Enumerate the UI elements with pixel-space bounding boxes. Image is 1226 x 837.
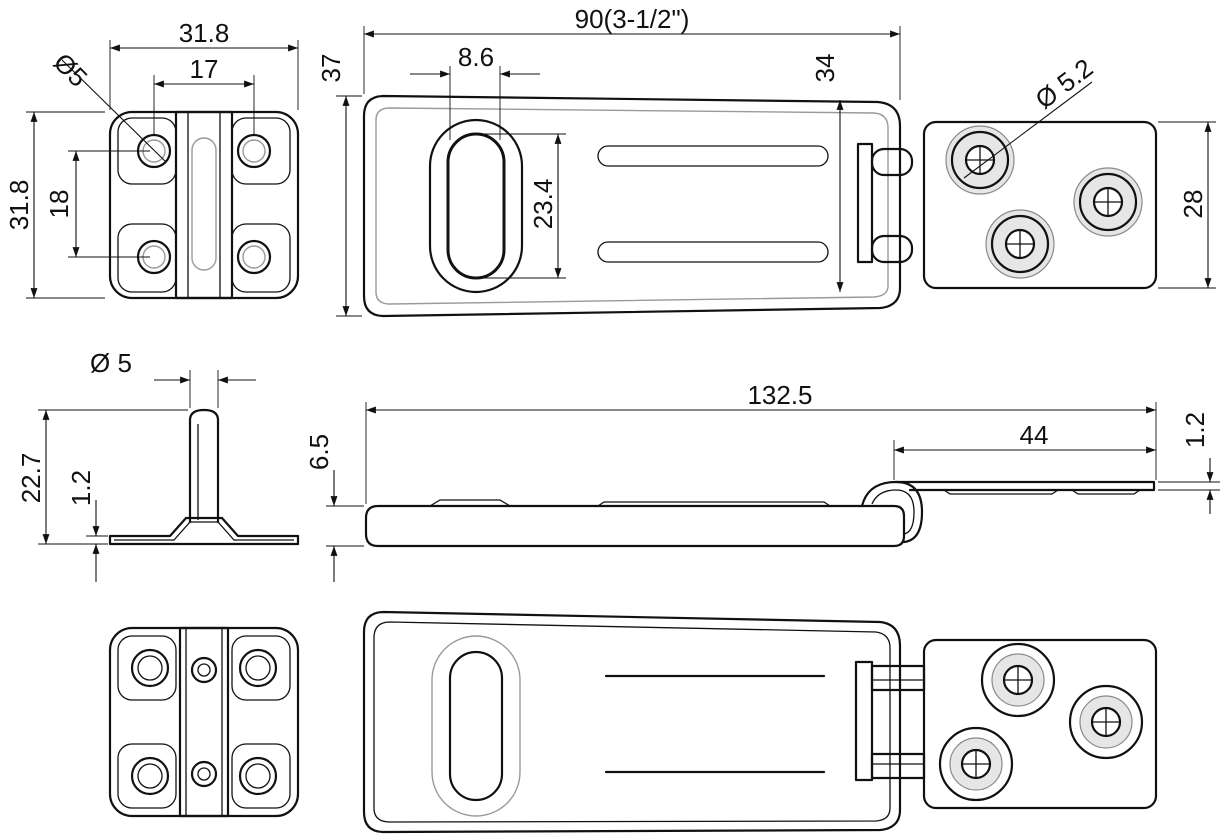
staple-hole <box>130 756 170 796</box>
plate-height-label: 28 <box>1178 190 1208 219</box>
staple-hole <box>236 239 272 275</box>
plate-screw-hole <box>985 209 1055 279</box>
hinge-top-view <box>856 142 914 264</box>
mounting-plate-top-view <box>922 120 1158 290</box>
staple-hole <box>238 648 278 688</box>
staple-top-view <box>108 110 300 300</box>
plate-length-label: 44 <box>1020 420 1049 450</box>
staple-hole <box>130 648 170 688</box>
rivet <box>190 656 218 684</box>
staple-width-label: 31.8 <box>179 18 230 48</box>
hasp-width-label: 90(3-1/2") <box>575 4 690 34</box>
hasp-side-dimensions: 132.5 44 6.5 1.2 <box>304 380 1220 582</box>
rivet <box>190 760 218 788</box>
staple-hole <box>238 756 278 796</box>
hasp-dimensions: 90(3-1/2") 37 8.6 23.4 34 Ø 5.2 28 <box>316 4 1216 317</box>
hasp-hole-dia-label: Ø 5.2 <box>1030 53 1099 115</box>
staple-hole <box>236 133 272 169</box>
loop-dia-label: Ø 5 <box>90 348 132 378</box>
plate-screw-hole <box>1068 684 1144 760</box>
slot-width-label: 8.6 <box>458 42 494 72</box>
mounting-plate-bottom-view <box>922 638 1158 810</box>
slot-length-label: 23.4 <box>528 179 558 230</box>
hole-spacing-y-label: 18 <box>44 190 74 219</box>
plate-screw-hole <box>938 726 1014 802</box>
plate-screw-hole <box>945 125 1015 195</box>
hinge-bottom-view <box>854 660 926 782</box>
plate-screw-hole <box>980 642 1056 718</box>
staple-bottom-view <box>108 626 300 818</box>
hinge-height-label: 34 <box>810 54 840 83</box>
hasp-thickness-label: 6.5 <box>304 434 334 470</box>
staple-side-dimensions: Ø 5 22.7 1.2 <box>16 348 256 582</box>
hasp-side-view <box>364 480 1156 548</box>
plate-thickness-label: 1.2 <box>1180 412 1210 448</box>
staple-height-label: 31.8 <box>4 180 34 231</box>
plate-screw-hole <box>1073 167 1143 237</box>
hasp-height-label: 37 <box>316 54 346 83</box>
staple-side-view <box>108 408 300 546</box>
loop-height-label: 22.7 <box>16 453 46 504</box>
hasp-top-view <box>362 94 902 318</box>
staple-thickness-label: 1.2 <box>66 470 96 506</box>
hole-spacing-x-label: 17 <box>190 54 219 84</box>
hasp-bottom-view <box>362 610 902 834</box>
staple-hole-dia-label: Ø5 <box>48 47 94 93</box>
overall-length-label: 132.5 <box>747 380 812 410</box>
staple-dimensions: 31.8 17 Ø5 31.8 18 <box>4 18 299 299</box>
